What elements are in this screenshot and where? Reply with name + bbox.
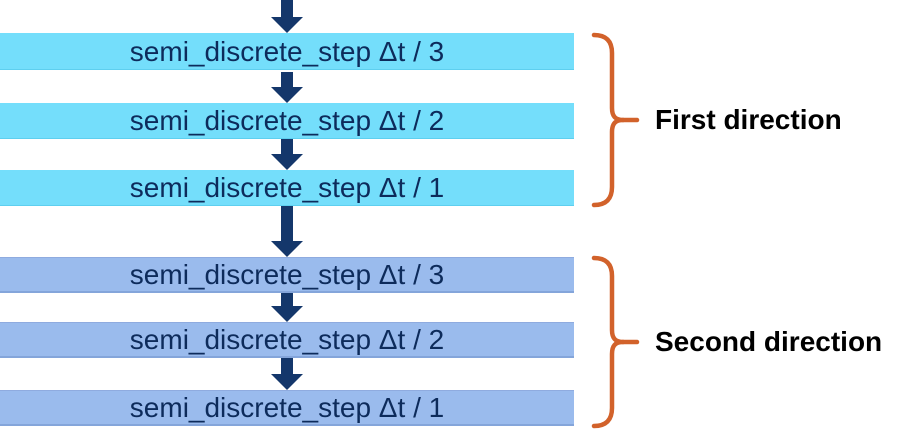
arrow-head bbox=[271, 17, 303, 33]
step-box-label: semi_discrete_step Δt / 1 bbox=[129, 172, 445, 203]
step-box-label: semi_discrete_step Δt / 1 bbox=[129, 392, 445, 423]
down-arrow-icon bbox=[271, 206, 303, 257]
step-box-second-dt2: semi_discrete_step Δt / 2 bbox=[0, 322, 574, 358]
step-box-first-dt3: semi_discrete_step Δt / 3 bbox=[0, 33, 574, 70]
group-label-second-direction: Second direction bbox=[655, 326, 883, 357]
down-arrow-icon bbox=[271, 358, 303, 390]
arrow-head bbox=[271, 241, 303, 257]
step-box-second-dt1: semi_discrete_step Δt / 1 bbox=[0, 390, 574, 426]
step-box-label: semi_discrete_step Δt / 3 bbox=[129, 35, 445, 67]
arrow-head bbox=[271, 154, 303, 170]
step-box-second-dt3: semi_discrete_step Δt / 3 bbox=[0, 257, 574, 293]
step-box-first-dt1: semi_discrete_step Δt / 1 bbox=[0, 170, 574, 206]
right-brace-icon bbox=[591, 32, 640, 208]
arrow-stem bbox=[281, 358, 293, 376]
arrow-stem bbox=[281, 293, 293, 308]
down-arrow-icon bbox=[271, 293, 303, 322]
arrow-stem bbox=[281, 139, 293, 156]
step-box-label: semi_discrete_step Δt / 2 bbox=[129, 105, 445, 136]
arrow-head bbox=[271, 306, 303, 322]
arrow-stem bbox=[281, 72, 293, 89]
step-box-label: semi_discrete_step Δt / 3 bbox=[129, 259, 445, 290]
group-label-first-direction: First direction bbox=[655, 104, 842, 135]
right-brace-icon bbox=[591, 255, 640, 429]
step-box-label: semi_discrete_step Δt / 2 bbox=[129, 324, 445, 355]
down-arrow-icon bbox=[271, 72, 303, 103]
step-box-first-dt2: semi_discrete_step Δt / 2 bbox=[0, 103, 574, 139]
arrow-stem bbox=[281, 0, 293, 19]
arrow-head bbox=[271, 374, 303, 390]
down-arrow-icon bbox=[271, 139, 303, 170]
down-arrow-icon bbox=[271, 0, 303, 33]
arrow-stem bbox=[281, 206, 293, 243]
arrow-head bbox=[271, 87, 303, 103]
